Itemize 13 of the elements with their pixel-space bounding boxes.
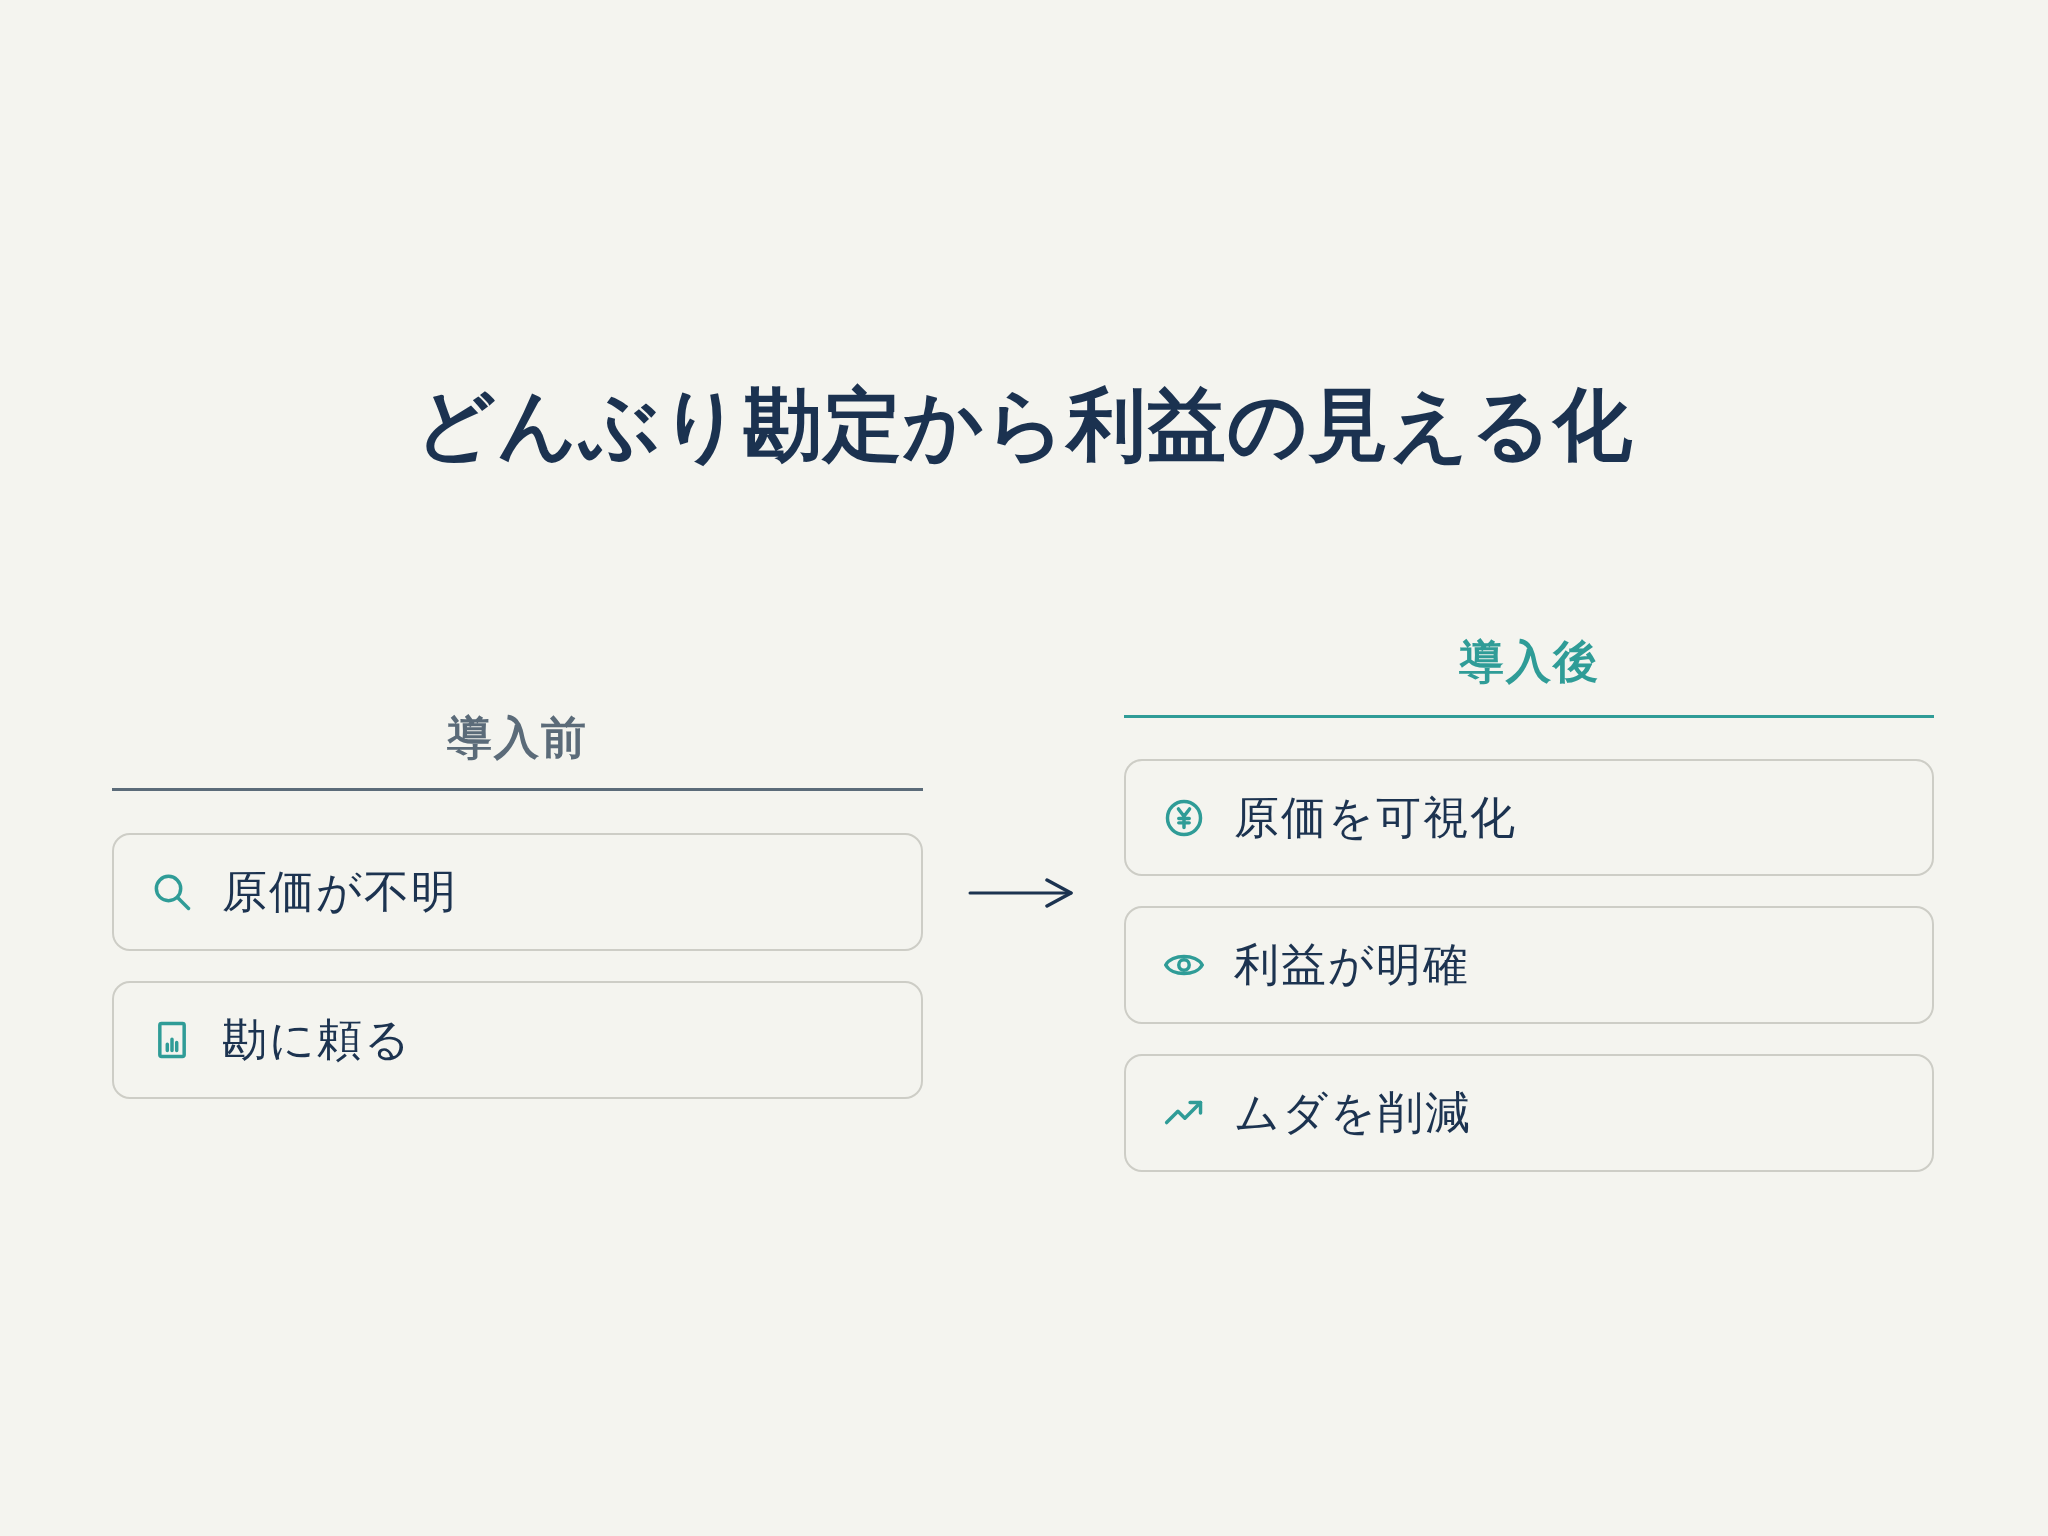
column-heading: 導入後 bbox=[1458, 634, 1600, 690]
item-text: 勘に頼る bbox=[222, 1012, 412, 1068]
list-card bbox=[1124, 906, 1934, 1024]
item-text: 原価が不明 bbox=[222, 864, 458, 920]
list-card bbox=[1124, 1054, 1934, 1172]
item-text: ムダを削減 bbox=[1234, 1085, 1472, 1141]
list-card bbox=[112, 981, 923, 1099]
item-text: 原価を可視化 bbox=[1234, 789, 1517, 846]
item-text: 利益が明確 bbox=[1234, 937, 1470, 993]
title: どんぶり勘定から利益の見える化 bbox=[415, 378, 1633, 473]
column-heading: 導入前 bbox=[446, 710, 588, 766]
list-card bbox=[1124, 759, 1934, 876]
list-card bbox=[112, 833, 923, 951]
